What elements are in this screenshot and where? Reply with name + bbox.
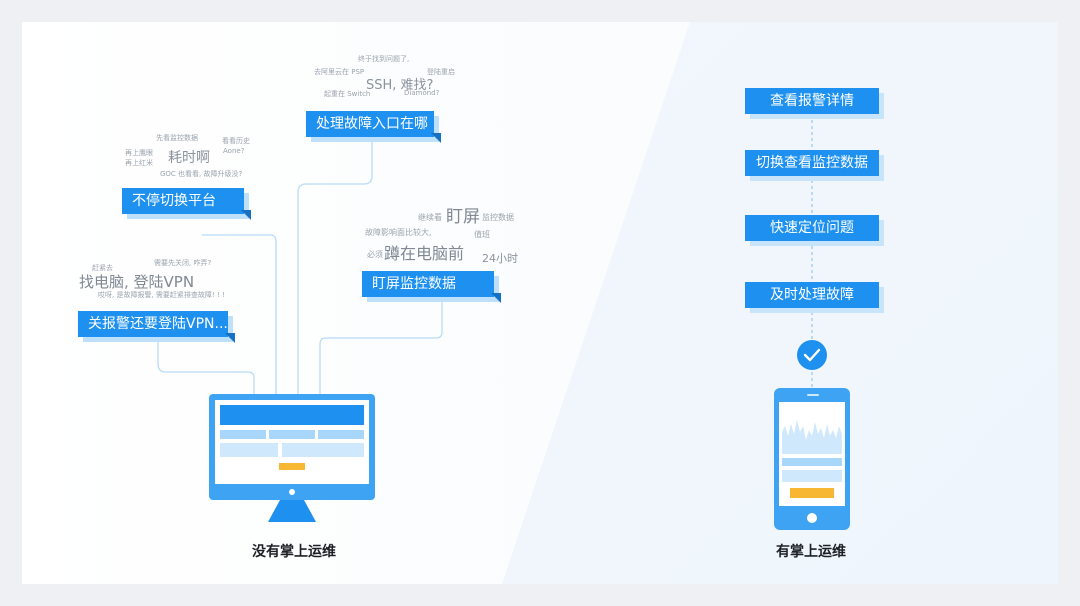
phone-illustration xyxy=(774,340,850,530)
line-where-entry xyxy=(297,140,373,394)
line-switch-platform xyxy=(202,234,277,394)
phone-home-button xyxy=(807,513,817,523)
cloud-platform-word: Aone? xyxy=(223,147,245,155)
screen-button xyxy=(279,463,305,470)
step-switch-monitor-data: 切换查看监控数据 xyxy=(745,150,879,176)
cloud-entry-word: Diamond? xyxy=(404,89,440,97)
phone-chart-area xyxy=(782,420,842,454)
caption-without: 没有掌上运维 xyxy=(252,544,336,560)
connector-lines xyxy=(157,114,813,394)
cloud-vpn-word: 找电脑, 登陆VPN xyxy=(79,273,195,291)
tag-switch-platform: 不停切换平台 xyxy=(122,188,244,214)
phone-button xyxy=(790,488,834,498)
cloud-entry-word: 起重在 Switch xyxy=(324,90,371,98)
tag-vpn: 关报警还要登陆VPN... xyxy=(78,311,228,337)
cloud-stare-word: 值班 xyxy=(474,230,490,239)
cloud-platform-word: 看看历史 xyxy=(222,137,250,145)
monitor-stand xyxy=(268,500,316,522)
illustration-card: 终于找到问题了, 去阿里云在 PSP SSH, 难找? 登陆重启 起重在 Swi… xyxy=(22,22,1058,584)
check-icon xyxy=(797,340,827,370)
cloud-vpn-word: 需要先关闭, 咋弄? xyxy=(154,259,212,267)
cloud-vpn-word: 哎呀, 是故障报警, 需要赶紧排查故障! ! ! xyxy=(98,291,225,299)
cloud-platform-word: 再上红米 xyxy=(125,159,153,167)
cloud-entry-word: SSH, 难找? xyxy=(366,78,434,93)
cloud-platform-word: 耗时啊 xyxy=(168,150,210,166)
cloud-stare-word: 盯屏 xyxy=(446,207,480,227)
cloud-stare-word: 故障影响面比较大, xyxy=(365,228,432,237)
line-stare-screen xyxy=(319,300,443,394)
tag-stare-screen: 盯屏监控数据 xyxy=(362,271,494,297)
cloud-stare-word: 必须 xyxy=(367,250,383,259)
step-view-alert-detail: 查看报警详情 xyxy=(745,88,879,114)
cloud-entry-word: 登陆重启 xyxy=(427,68,455,76)
phone-speaker xyxy=(807,394,819,396)
caption-with: 有掌上运维 xyxy=(776,544,846,560)
cloud-entry-word: 去阿里云在 PSP xyxy=(314,68,365,76)
cloud-stare-word: 监控数据 xyxy=(482,213,514,222)
cloud-stare-word: 蹲在电脑前 xyxy=(384,244,465,263)
line-vpn xyxy=(157,334,255,394)
monitor-illustration xyxy=(209,394,375,522)
cloud-platform-word: 再上鹰眼 xyxy=(125,149,153,157)
cloud-platform-word: 先看监控数据 xyxy=(156,134,198,142)
cloud-vpn-word: 赶紧去 xyxy=(92,264,113,272)
tag-where-entry: 处理故障入口在哪 xyxy=(306,111,434,137)
cloud-platform-word: GOC 也看看, 故障升级没? xyxy=(160,170,243,178)
screen-header-bar xyxy=(220,405,364,425)
step-handle-fault: 及时处理故障 xyxy=(745,282,879,308)
cloud-stare-word: 继续看 xyxy=(418,213,442,222)
monitor-power-dot xyxy=(289,489,295,495)
cloud-stare-word: 24小时 xyxy=(482,252,518,265)
step-locate-problem: 快速定位问题 xyxy=(745,215,879,241)
cloud-entry-word: 终于找到问题了, xyxy=(358,55,410,63)
